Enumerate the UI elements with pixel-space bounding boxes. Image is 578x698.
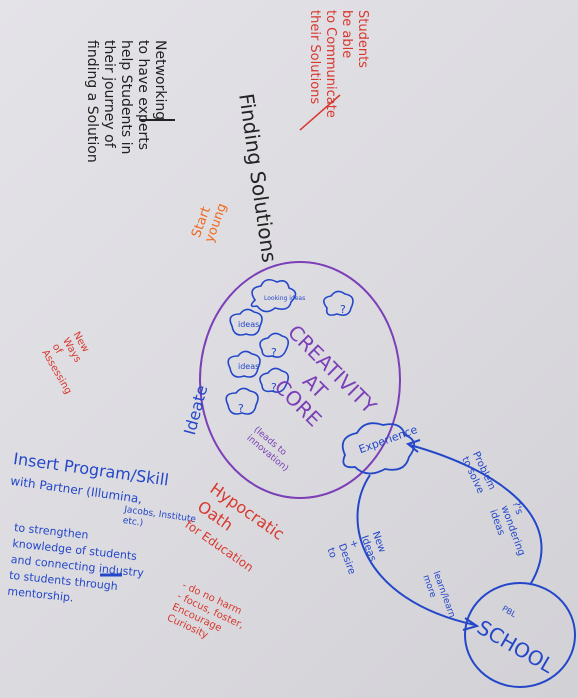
note-line: Networking xyxy=(152,40,168,121)
creativity-ellipse xyxy=(199,261,401,499)
cloud-shape xyxy=(259,332,290,358)
cloud-label: ? xyxy=(271,346,277,359)
note-line: Students xyxy=(355,10,370,68)
note-line: be able xyxy=(339,10,354,59)
red-tick-line xyxy=(299,94,341,131)
arrowhead-icon xyxy=(462,617,480,631)
arrowhead-icon xyxy=(405,439,421,453)
note-line: their Solutions xyxy=(307,10,322,105)
cloud-shape xyxy=(323,290,354,316)
experience-cloud xyxy=(341,422,415,475)
cloud-label: ideas xyxy=(238,362,260,371)
cloud-label: ideas xyxy=(238,320,260,329)
cloud-shape xyxy=(259,367,290,393)
cloud-label: ? xyxy=(238,402,244,415)
cloud-shape xyxy=(227,350,261,378)
arrow-to-experience xyxy=(409,444,543,586)
students-communicate-note: Students be able to Communicate their So… xyxy=(306,10,370,118)
note-line: to have experts xyxy=(135,40,151,150)
networking-note: Networking to have experts help Students… xyxy=(83,40,168,163)
cloud-shape xyxy=(225,387,259,415)
cloud-label: ? xyxy=(271,381,277,394)
note-line: help Students in xyxy=(118,40,134,155)
insert-program-body: to strengthen knowledge of students and … xyxy=(7,520,148,614)
cloud-shape xyxy=(229,308,263,336)
cloud-label: Looking ideas xyxy=(264,295,306,302)
note-line: finding a Solution xyxy=(84,40,100,163)
arrow-to-school xyxy=(356,474,476,626)
cloud-shape xyxy=(250,278,297,313)
school-circle xyxy=(464,582,576,688)
note-line: to Communicate xyxy=(323,10,338,118)
note-line: their journey of xyxy=(101,40,117,148)
cloud-label: ? xyxy=(340,303,346,316)
